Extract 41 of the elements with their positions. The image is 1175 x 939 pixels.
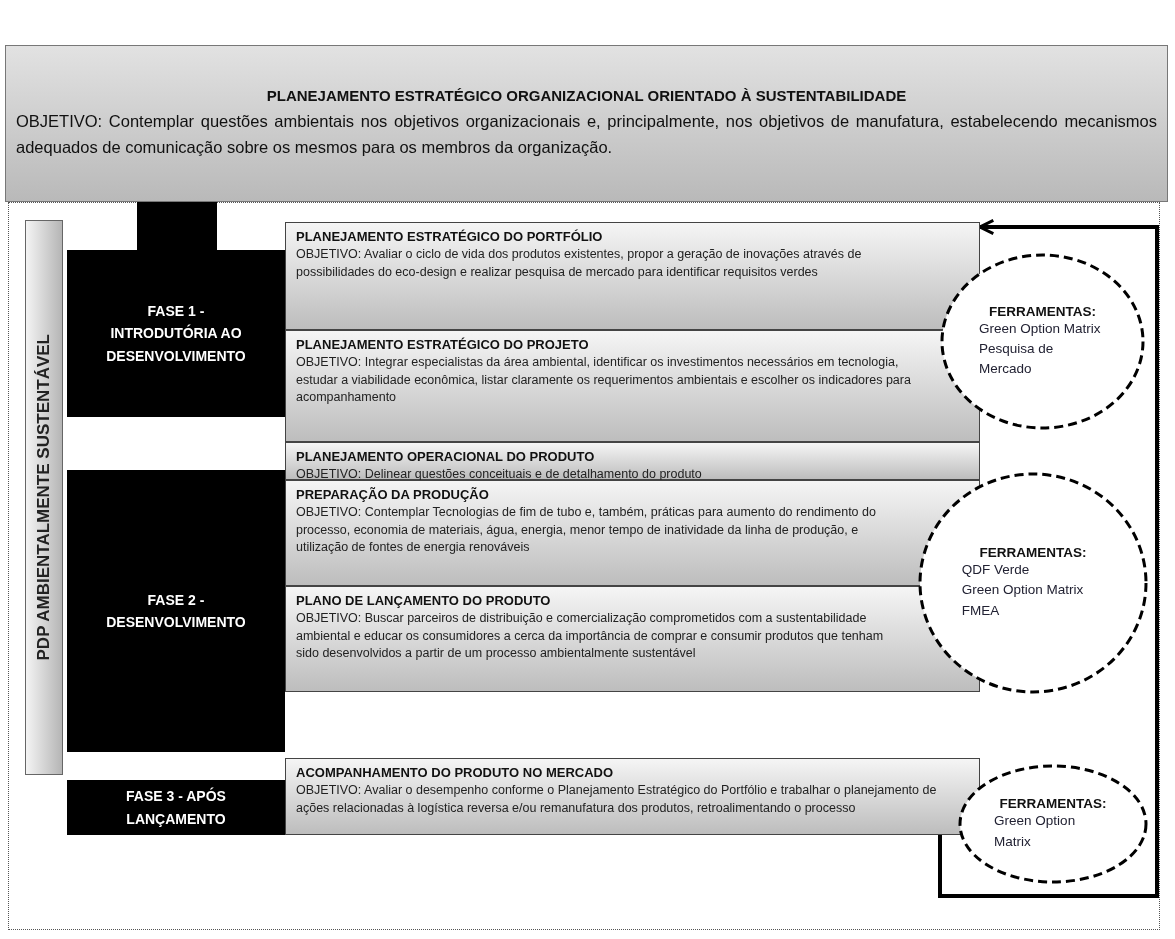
tools-heading: FERRAMENTAS: <box>988 303 1097 319</box>
header-title: PLANEJAMENTO ESTRATÉGICO ORGANIZACIONAL ORIENTADO À SUSTENTABILIDADE <box>265 86 908 104</box>
feedback-arrow <box>938 218 1159 898</box>
objective-text: OBJETIVO: Contemplar questões ambientais nos objetivos organizacionais e, principalmente, nos objetivos de manufatura, estabelecendo mecanismos adequados de comunicação sobre os mesmos para os membros da organização. <box>16 110 1157 158</box>
stage-title: PLANO DE LANÇAMENTO DO PRODUTO <box>296 593 552 608</box>
tools-heading: FERRAMENTAS: <box>998 796 1108 812</box>
phase-label: FASE 3 - APÓS LANÇAMENTO <box>125 786 227 829</box>
tool-item: Pesquisa de Mercado <box>978 339 1055 379</box>
stage-box <box>285 442 980 480</box>
stage-box <box>285 758 980 835</box>
phase-label: FASE 1 - INTRODUTÓRIA AO DESENVOLVIMENTO <box>105 301 247 366</box>
tool-item: Green Option Matrix <box>961 581 1085 600</box>
vertical-bar <box>25 220 63 775</box>
objective-text: OBJETIVO: Avaliar o desempenho conforme o Planejamento Estratégico do Portfólio e trabalhar o planejamento de ações relacionadas à logística reversa e/ou remanufatura dos produtos, retroalimentando o processo <box>296 782 938 817</box>
stage-box <box>285 222 980 330</box>
objective-text: OBJETIVO: Contemplar Tecnologias de fim de tubo e, também, práticas para aumento do rendimento do processo, economia de materiais, água, energia, menor tempo de inatividade da linha de produção, e utilização de fontes de energia renováveis <box>296 504 877 556</box>
bar-label: PDP AMBIENTALMENTE SUSTENTÁVEL <box>34 334 54 661</box>
stage-title: ACOMPANHAMENTO DO PRODUTO NO MERCADO <box>296 765 615 780</box>
tool-item: QDF Verde <box>961 561 1031 580</box>
tools-ellipse <box>918 472 1148 694</box>
tools-heading: FERRAMENTAS: <box>978 545 1088 561</box>
objective-text: OBJETIVO: Buscar parceiros de distribuição e comercialização comprometidos com a sustentabilidade ambiental e educar os consumidores a cerca da importância de comprar e consumir produtos que tenham sido desenvolvidos a partir de um processo ambientalmente sustentável <box>296 610 885 662</box>
tools-ellipse <box>940 253 1145 430</box>
stage-title: PLANEJAMENTO ESTRATÉGICO DO PROJETO <box>296 337 590 352</box>
tool-item: Green Option Matrix <box>978 319 1102 338</box>
tools-ellipse <box>958 764 1148 884</box>
objective-text: OBJETIVO: Integrar especialistas da área ambiental, identificar os investimentos necessários em tecnologia, estudar a viabilidade econômica, listar claramente os requerimentos ambientais e escolher os indicadores para acompanhamento <box>296 354 912 406</box>
phase-label: FASE 2 - DESENVOLVIMENTO <box>105 590 247 632</box>
objective-text: OBJETIVO: Avaliar o ciclo de vida dos produtos existentes, propor a geração de inovações através de possibilidades do eco-design e realizar pesquisa de mercado para identificar requisitos verdes <box>296 246 863 281</box>
phase-box <box>67 470 285 752</box>
connector-block <box>137 202 217 250</box>
header-box <box>5 45 1168 202</box>
stage-box <box>285 330 980 442</box>
phase-box <box>67 250 285 417</box>
stage-title: PLANEJAMENTO OPERACIONAL DO PRODUTO <box>296 449 596 464</box>
tool-item: Green Option Matrix <box>994 812 1077 851</box>
tool-item: FMEA <box>961 601 1001 620</box>
objective-text: OBJETIVO: Delinear questões conceituais e de detalhamento do produto <box>296 466 703 483</box>
phase-box <box>67 780 285 835</box>
stage-title: PLANEJAMENTO ESTRATÉGICO DO PORTFÓLIO <box>296 229 604 244</box>
stage-title: PREPARAÇÃO DA PRODUÇÃO <box>296 487 490 502</box>
